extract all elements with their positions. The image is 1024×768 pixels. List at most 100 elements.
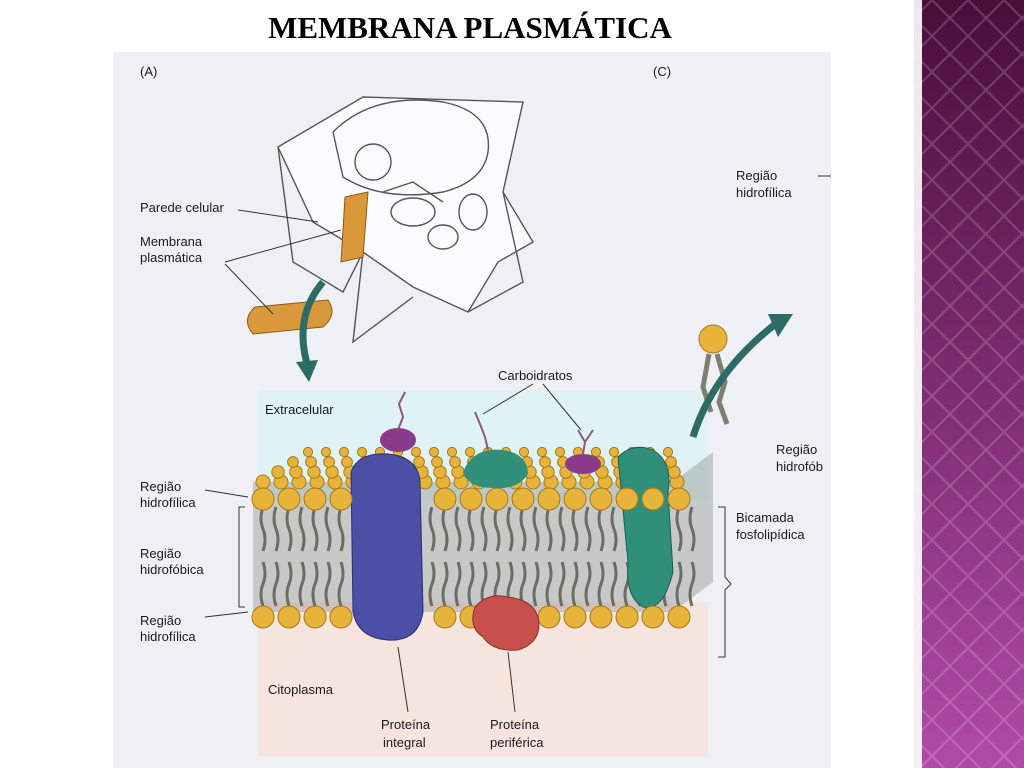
lipid-tail (298, 561, 306, 607)
lipid-head (277, 605, 301, 629)
lipid-head (615, 487, 639, 511)
label-proteina-periferica-1: Proteína (490, 717, 540, 732)
panel-c-label: (C) (653, 64, 671, 79)
lipid-tail (272, 561, 280, 607)
lipid-head (589, 487, 613, 511)
lipid-head (641, 605, 665, 629)
lipid-tail (519, 506, 527, 552)
lipid-tail (441, 561, 449, 607)
lipid-tail (597, 506, 605, 552)
carbohydrate-pointers (482, 383, 582, 431)
label-bicamada-2: fosfolipídica (736, 527, 805, 542)
lipid-tail (532, 506, 540, 552)
lipid-head (563, 605, 587, 629)
lipid-tail (285, 506, 293, 552)
lipid-tail (454, 506, 462, 552)
lipid-tail (597, 561, 605, 607)
lipid-head (446, 446, 458, 458)
label-c-hidrofobica-1: Região (776, 442, 817, 457)
lipid-tail (428, 506, 436, 552)
lipid-head (329, 605, 353, 629)
lipid-head (449, 456, 461, 468)
lipid-head (305, 456, 317, 468)
label-c-hidrofilica-2: hidrofílica (736, 185, 792, 200)
lipid-head (302, 446, 314, 458)
front-heads-top (251, 487, 691, 511)
label-citoplasma: Citoplasma (268, 682, 334, 697)
lipid-tail (480, 506, 488, 552)
panel-a-pointers (224, 209, 342, 315)
label-membrana-line2: plasmática (140, 250, 203, 265)
lipid-head (665, 456, 677, 468)
panel-c-arrow-head (768, 314, 793, 337)
zoom-arrow-head (296, 360, 318, 382)
peripheral-protein (472, 595, 540, 651)
lipid-head (608, 446, 620, 458)
lipid-head (329, 487, 353, 511)
lipid-head (341, 456, 353, 468)
label-c-hidrofilica-1: Região (736, 168, 777, 183)
lipid-tail (519, 561, 527, 607)
lipid-head (511, 487, 535, 511)
lipid-head (662, 446, 674, 458)
label-membrana-line1: Membrana (140, 234, 203, 249)
lipid-head (590, 446, 602, 458)
lipid-tails (259, 506, 696, 607)
lipid-tail (675, 561, 683, 607)
front-heads-bottom (251, 605, 691, 629)
decorative-side-panel (914, 0, 1024, 768)
lipid-head (589, 605, 613, 629)
carbohydrate-chain-middle (474, 411, 489, 451)
lipid-head (537, 605, 561, 629)
lipid-tail (558, 561, 566, 607)
lipid-head (641, 487, 665, 511)
lipid-head (320, 446, 332, 458)
lipid-head (410, 446, 422, 458)
lipid-head (518, 446, 530, 458)
lipid-head (413, 456, 425, 468)
integral-protein (350, 453, 424, 641)
lipid-head (323, 456, 335, 468)
plant-cell-drawing (277, 96, 534, 344)
lipid-tail (571, 561, 579, 607)
lipid-tail (688, 561, 696, 607)
panel-a-label: (A) (140, 64, 157, 79)
label-c-hidrofobica-2: hidrofób (776, 459, 823, 474)
lipid-head (667, 487, 691, 511)
lipid-head (615, 605, 639, 629)
label-proteina-integral-2: integral (383, 735, 426, 750)
membrane-fragment (247, 299, 333, 335)
lipid-head (464, 446, 476, 458)
panel-c-arrow (689, 319, 781, 439)
label-hidrofobica-1: Região (140, 546, 181, 561)
lipid-head (303, 605, 327, 629)
lipid-head (251, 605, 275, 629)
lipid-tail (584, 561, 592, 607)
lipid-tail (272, 506, 280, 552)
label-hidrofilica-bottom-2: hidrofílica (140, 629, 196, 644)
membrane-diagram: (A) (C) Parede celular Membr (140, 64, 831, 757)
lipid-head (667, 605, 691, 629)
lipid-tail (324, 561, 332, 607)
lipid-tail (688, 506, 696, 552)
glycoprotein-left (380, 428, 416, 452)
lipid-head (287, 456, 299, 468)
lipid-tail (506, 506, 514, 552)
lipid-head (255, 474, 271, 490)
lipid-tail (584, 506, 592, 552)
label-extracelular: Extracelular (265, 402, 334, 417)
carbohydrate-chain-right (577, 429, 594, 455)
lipid-head (428, 446, 440, 458)
label-hidrofobica-2: hidrofóbica (140, 562, 204, 577)
bilayer-bracket (718, 506, 732, 658)
lipid-tail (311, 506, 319, 552)
lipid-tail (259, 561, 267, 607)
lipid-head (431, 456, 443, 468)
lipid-head (433, 487, 457, 511)
lipid-tail (545, 561, 553, 607)
lipid-head (536, 446, 548, 458)
carbohydrate-chain-left (397, 391, 406, 431)
lipid-tail (610, 506, 618, 552)
lipid-head (433, 605, 457, 629)
lipid-tail (454, 561, 462, 607)
